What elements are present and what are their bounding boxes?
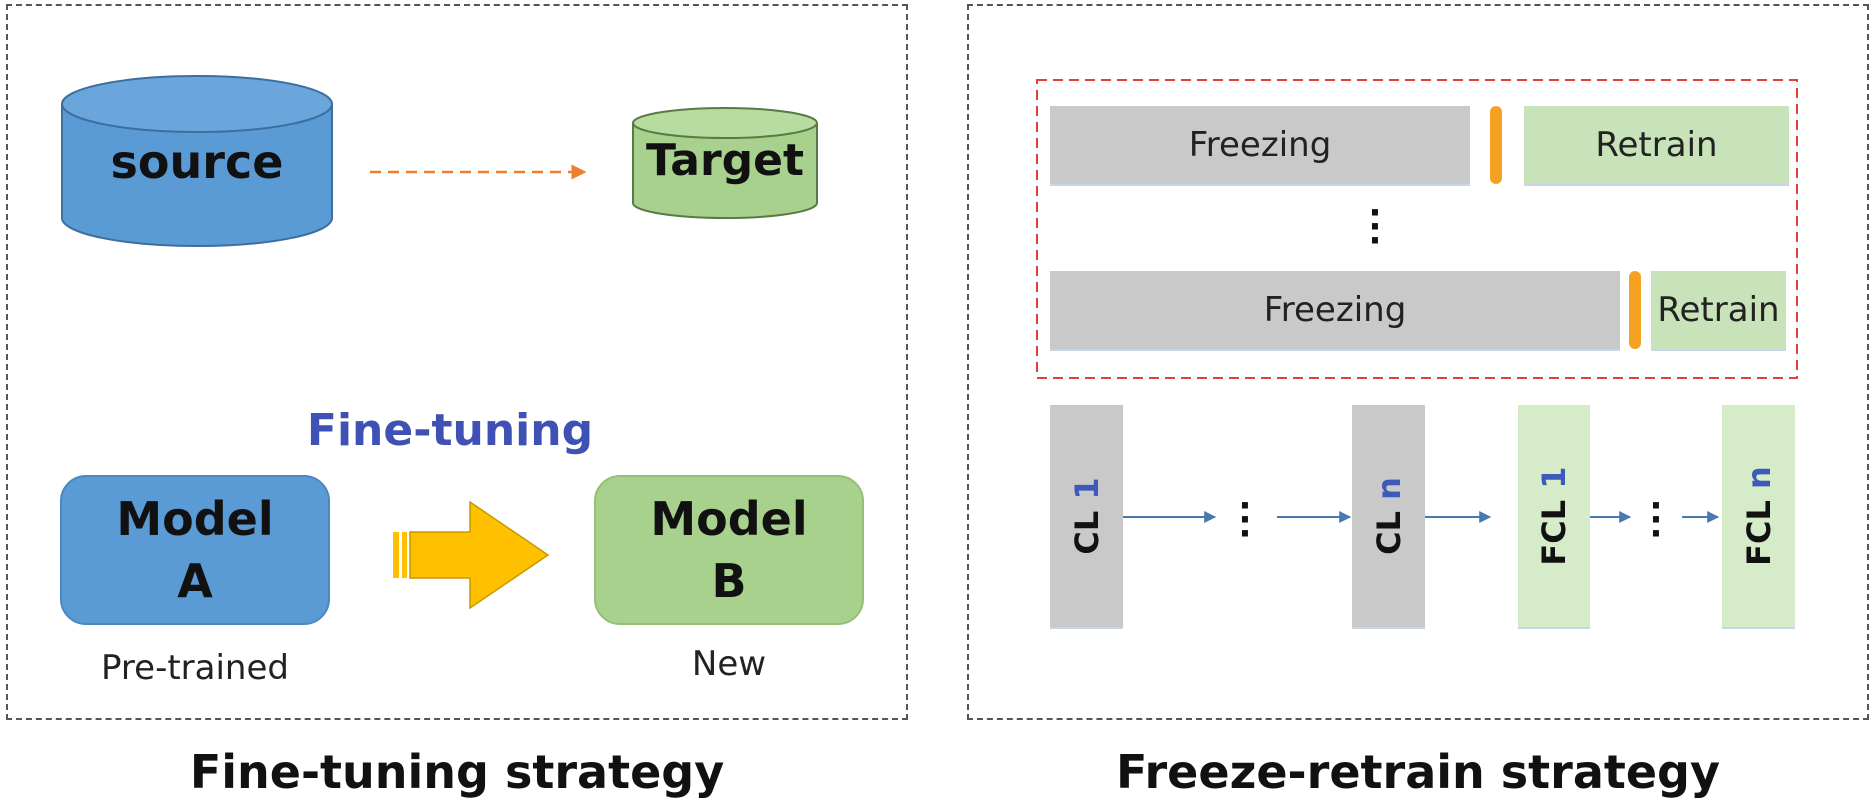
- retrain-bar-2: Retrain: [1651, 271, 1786, 351]
- fine-tuning-caption: Fine-tuning strategy: [189, 745, 725, 799]
- layer-cl-n: CL n: [1352, 405, 1425, 629]
- layer-fcl-1: FCL 1: [1518, 405, 1590, 629]
- retrain-label-1: Retrain: [1595, 125, 1718, 165]
- freeze-retrain-caption: Freeze-retrain strategy: [1116, 745, 1720, 799]
- freezing-label-2: Freezing: [1263, 290, 1407, 330]
- model-b-caption: New: [691, 644, 767, 684]
- layer-cl-1-label: CL 1: [1067, 477, 1106, 555]
- model-b-line1: Model: [650, 491, 808, 546]
- source-database-icon: [61, 75, 333, 247]
- model-a-line2: A: [177, 554, 213, 608]
- fine-tuning-label: Fine-tuning: [306, 405, 594, 456]
- model-a-caption: Pre-trained: [101, 648, 289, 688]
- source-label: source: [110, 135, 284, 189]
- model-b-box: Model B: [594, 475, 864, 625]
- split-marker-2: [1629, 271, 1641, 349]
- freeze-retrain-panel: [967, 4, 1869, 720]
- freezing-bar-1: Freezing: [1050, 106, 1470, 186]
- retrain-label-2: Retrain: [1657, 290, 1780, 330]
- model-a-line1: Model: [116, 491, 274, 546]
- split-marker-1: [1490, 106, 1502, 184]
- model-b-line2: B: [711, 554, 747, 608]
- retrain-bar-1: Retrain: [1524, 106, 1789, 186]
- freezing-label-1: Freezing: [1188, 125, 1332, 165]
- ellipsis-layers-1-icon: ···: [1238, 486, 1252, 554]
- layer-cl-n-label: CL n: [1369, 477, 1408, 555]
- fine-tuning-arrow-icon: [393, 500, 550, 610]
- target-database-icon: [632, 107, 818, 219]
- ellipsis-vertical-icon: ···: [1368, 193, 1382, 261]
- layer-cl-1: CL 1: [1050, 405, 1123, 629]
- ellipsis-layers-2-icon: ···: [1649, 486, 1663, 554]
- target-label: Target: [645, 135, 805, 186]
- model-a-box: Model A: [60, 475, 330, 625]
- layer-fcl-n: FCL n: [1722, 405, 1795, 629]
- freezing-bar-2: Freezing: [1050, 271, 1620, 351]
- layer-fcl-n-label: FCL n: [1739, 466, 1778, 566]
- fine-tuning-panel: [6, 4, 908, 720]
- layer-fcl-1-label: FCL 1: [1535, 466, 1573, 566]
